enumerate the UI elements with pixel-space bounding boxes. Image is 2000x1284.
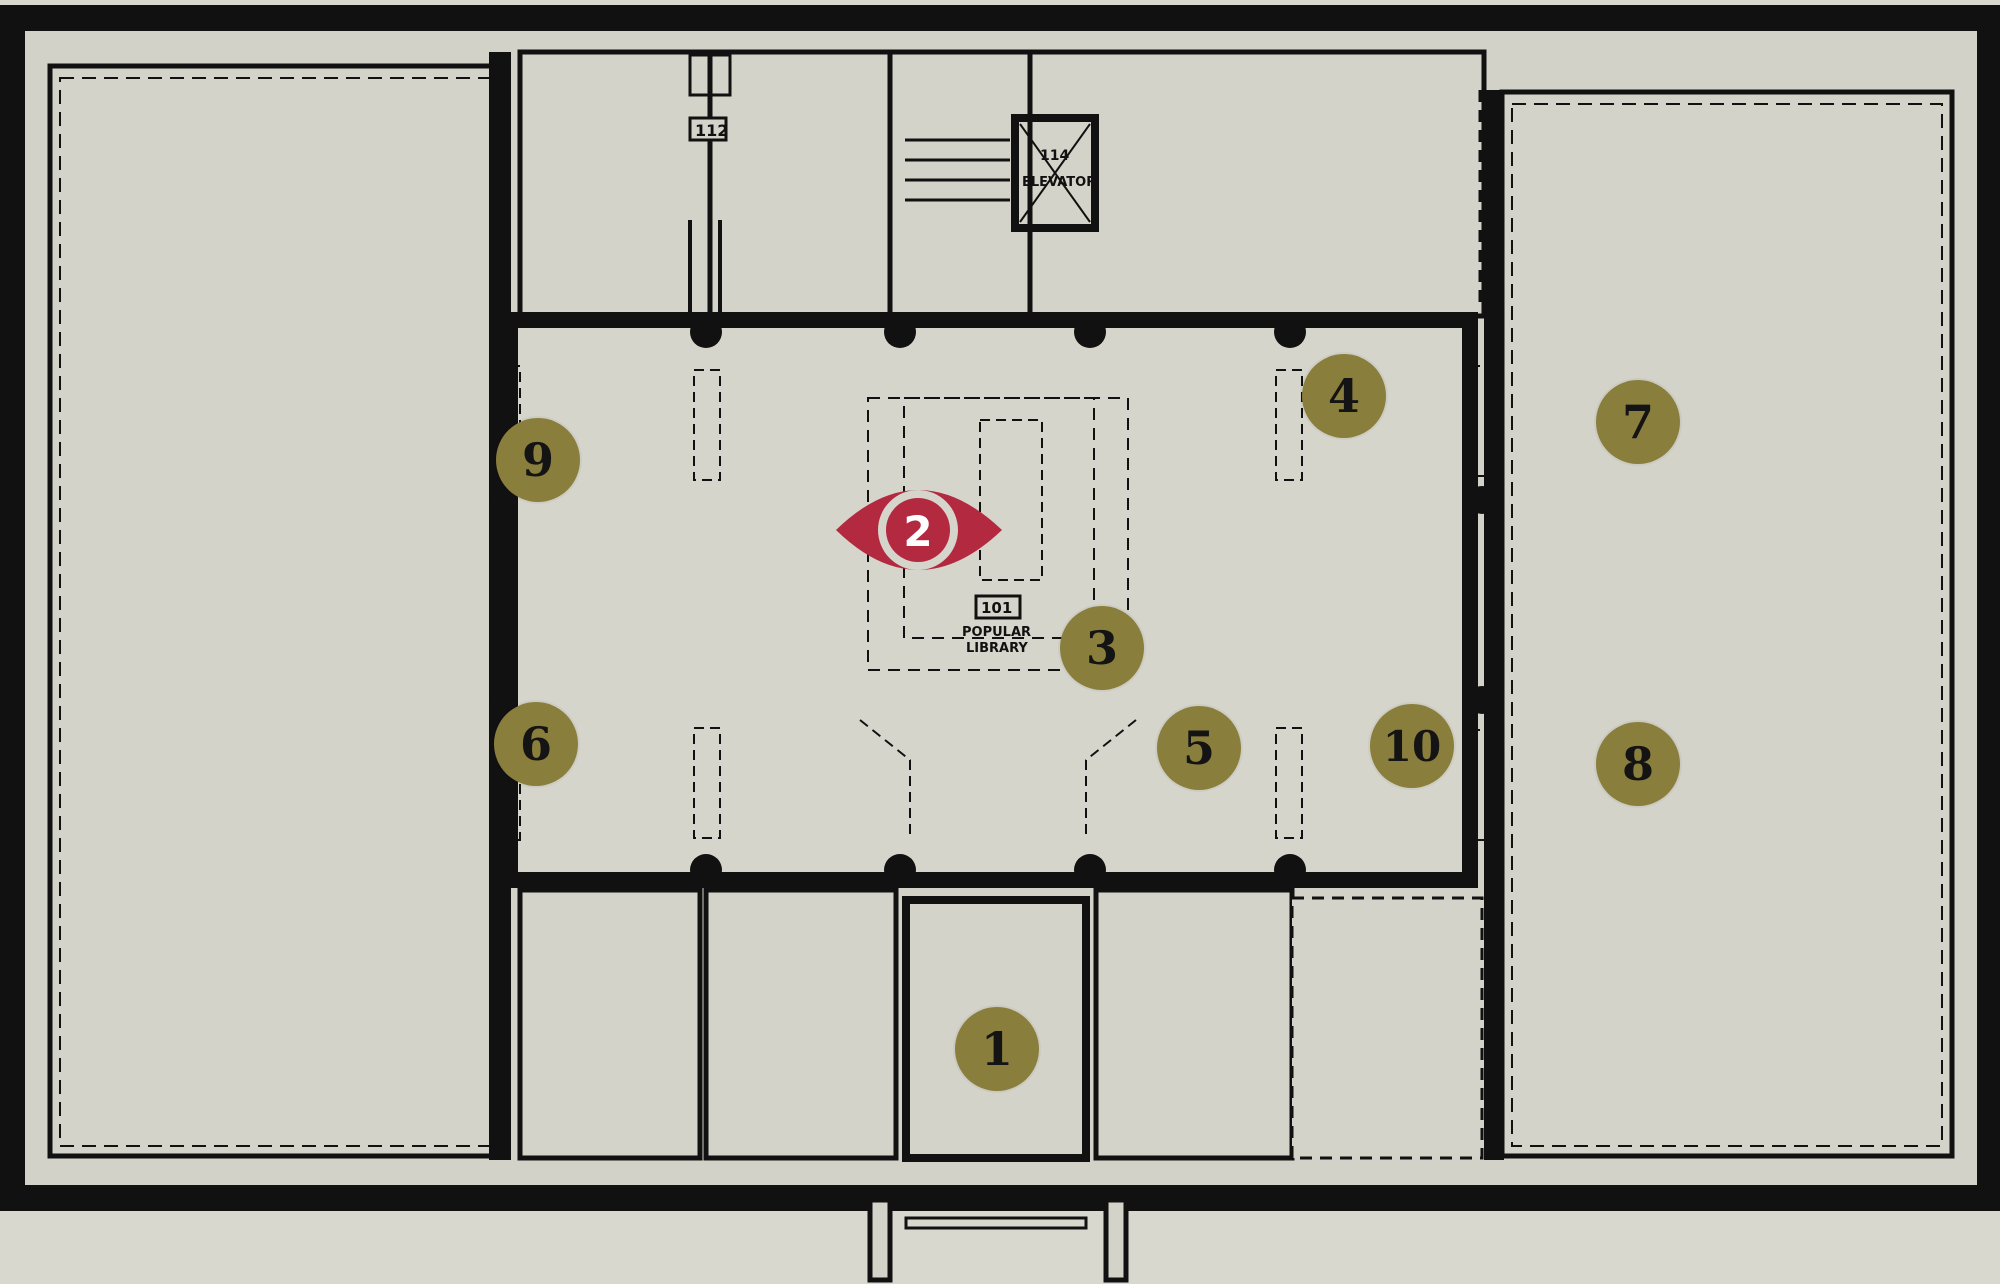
marker-5-label: 5 [1182, 721, 1215, 775]
top-service-rooms [517, 49, 1487, 319]
restroom-number: 112 [695, 121, 728, 140]
popular-library-label-2: LIBRARY [966, 641, 1028, 656]
marker-10-label: 10 [1382, 721, 1442, 771]
elevator-label: ELEVATOR [1022, 175, 1096, 190]
marker-4[interactable]: 4 [1302, 354, 1386, 438]
marker-7-label: 7 [1621, 395, 1654, 449]
right-wing-room [1484, 89, 1955, 1160]
popular-library-number: 101 [981, 599, 1012, 617]
bottom-rooms [517, 887, 1484, 1283]
marker-4-label: 4 [1327, 369, 1360, 423]
marker-1[interactable]: 1 [955, 1007, 1039, 1091]
location-eye-icon: 2 [836, 490, 1002, 570]
marker-10[interactable]: 10 [1370, 704, 1454, 788]
marker-6[interactable]: 6 [494, 702, 578, 786]
marker-5[interactable]: 5 [1157, 706, 1241, 790]
current-location-label: 2 [903, 507, 932, 556]
marker-3[interactable]: 3 [1060, 606, 1144, 690]
marker-1-label: 1 [980, 1022, 1013, 1076]
left-wing-room [47, 52, 511, 1160]
marker-9[interactable]: 9 [496, 418, 580, 502]
marker-6-label: 6 [519, 717, 552, 771]
marker-8-label: 8 [1621, 737, 1654, 791]
marker-3-label: 3 [1085, 621, 1118, 675]
elevator-number: 114 [1040, 148, 1069, 164]
popular-library-label-1: POPULAR [962, 625, 1031, 640]
marker-9-label: 9 [521, 433, 554, 487]
marker-8[interactable]: 8 [1596, 722, 1680, 806]
marker-7[interactable]: 7 [1596, 380, 1680, 464]
